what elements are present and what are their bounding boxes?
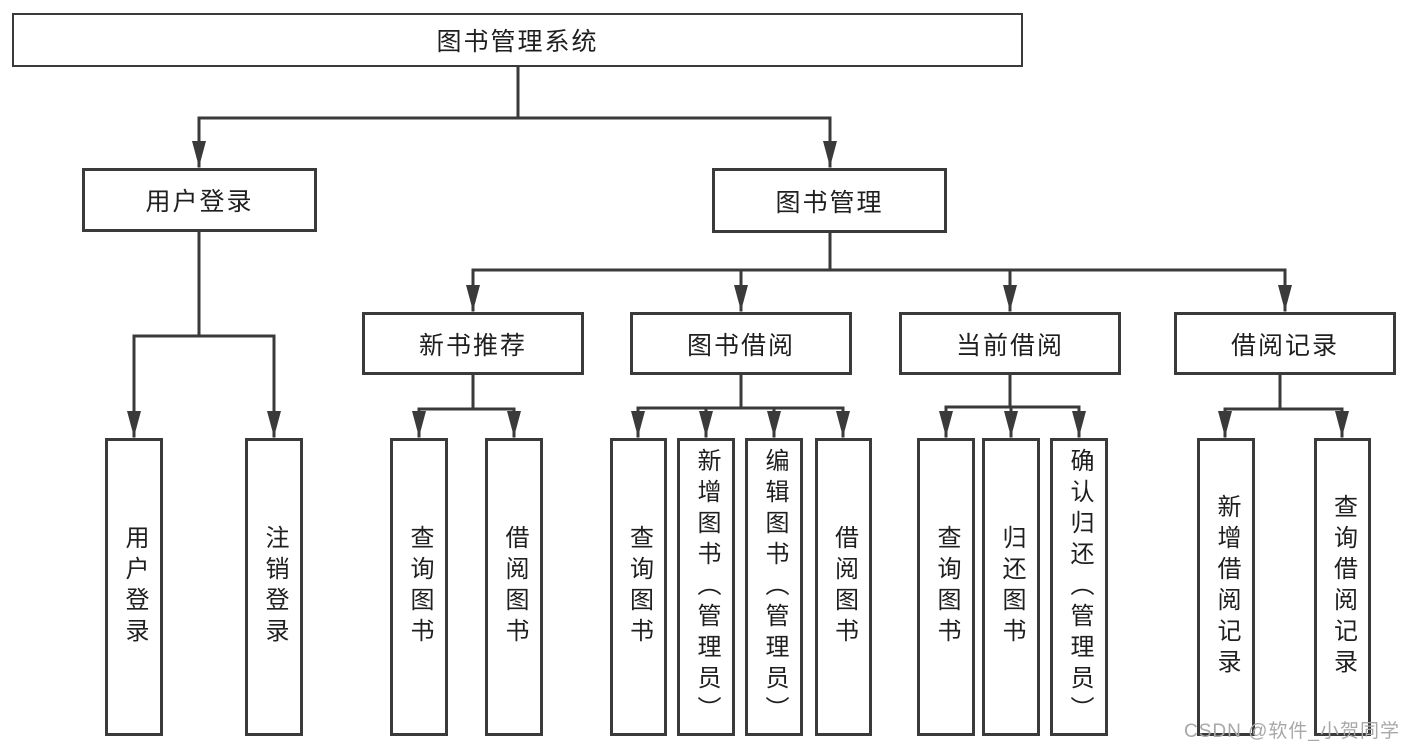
node-label: 编辑图书（管理员） xyxy=(761,447,788,727)
node-label: 查询图书 xyxy=(625,525,653,649)
node-current-borrowing: 当前借阅 xyxy=(899,312,1121,375)
leaf-query-borrow-record: 查询借阅记录 xyxy=(1314,438,1371,736)
node-label: 用户登录 xyxy=(145,188,254,216)
leaf-add-borrow-record: 新增借阅记录 xyxy=(1197,438,1255,736)
connector-new-book-children xyxy=(412,373,521,438)
node-label: 图书借阅 xyxy=(686,331,795,360)
leaf-return-books: 归还图书 xyxy=(982,438,1040,736)
leaf-add-book-admin: 新增图书（管理员） xyxy=(677,438,735,736)
leaf-logout: 注销登录 xyxy=(245,438,303,736)
connector-current-borrow-children xyxy=(939,373,1086,438)
node-label: 确认归还（管理员） xyxy=(1066,447,1093,727)
node-label: 注销登录 xyxy=(261,525,288,649)
node-borrowing-records: 借阅记录 xyxy=(1174,312,1396,375)
leaf-query-books-current: 查询图书 xyxy=(917,438,975,736)
leaf-query-books-borrow: 查询图书 xyxy=(610,438,667,736)
node-book-management-system: 图书管理系统 xyxy=(12,13,1023,67)
node-label: 查询借阅记录 xyxy=(1329,494,1357,680)
node-label: 当前借阅 xyxy=(955,331,1064,360)
leaf-borrow-books-borrow: 借阅图书 xyxy=(815,438,872,736)
connector-borrow-record-children xyxy=(1218,373,1349,438)
node-new-book-recommendation: 新书推荐 xyxy=(362,312,584,375)
node-book-borrowing: 图书借阅 xyxy=(630,312,852,375)
leaf-confirm-return-admin: 确认归还（管理员） xyxy=(1050,438,1108,736)
connector-book-borrow-children xyxy=(631,373,850,438)
node-label: 图书管理 xyxy=(775,188,884,217)
node-label: 查询图书 xyxy=(933,525,960,649)
watermark: CSDN @软件_小贺同学 xyxy=(1184,721,1400,742)
node-label: 借阅记录 xyxy=(1230,331,1339,360)
leaf-user-login: 用户登录 xyxy=(105,438,163,736)
node-label: 图书管理系统 xyxy=(436,28,599,56)
leaf-edit-book-admin: 编辑图书（管理员） xyxy=(745,438,803,736)
node-label: 新增图书（管理员） xyxy=(693,447,720,727)
connector-user-login-children xyxy=(127,230,281,438)
node-label: 借阅图书 xyxy=(830,525,858,649)
node-user-login: 用户登录 xyxy=(82,168,317,232)
node-label: 新增借阅记录 xyxy=(1213,494,1240,680)
node-label: 新书推荐 xyxy=(418,331,527,360)
node-label: 归还图书 xyxy=(998,525,1025,649)
leaf-borrow-books-new: 借阅图书 xyxy=(485,438,543,736)
node-label: 借阅图书 xyxy=(501,525,528,649)
node-book-management: 图书管理 xyxy=(712,168,947,233)
connector-book-management-children xyxy=(466,231,1292,312)
node-label: 用户登录 xyxy=(121,525,148,649)
node-label: 查询图书 xyxy=(406,525,433,649)
connector-root-to-level2 xyxy=(192,65,837,168)
leaf-query-books-new: 查询图书 xyxy=(390,438,448,736)
